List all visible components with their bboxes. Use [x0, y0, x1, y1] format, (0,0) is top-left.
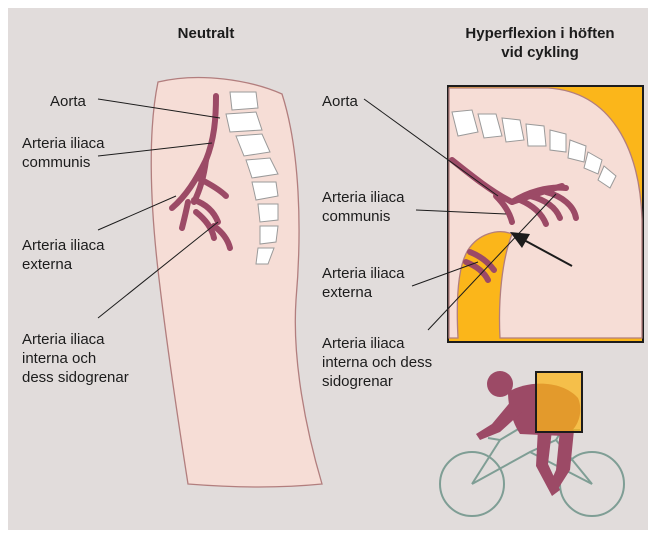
title-neutral: Neutralt	[160, 24, 252, 43]
label-communis-neutral: Arteria iliaca communis	[22, 134, 105, 172]
title-hyperflexion: Hyperflexion i höften vid cykling	[440, 24, 640, 62]
label-externa-neutral: Arteria iliaca externa	[22, 236, 105, 274]
label-aorta-neutral: Aorta	[50, 92, 86, 111]
neutral-anatomy	[98, 78, 322, 487]
neutral-body-outline	[151, 78, 322, 487]
flexion-inset	[364, 86, 643, 342]
cyclist-icon	[440, 371, 624, 516]
label-externa-flexion: Arteria iliaca externa	[322, 264, 405, 302]
label-interna-neutral: Arteria iliaca interna och dess sidogren…	[22, 330, 129, 387]
label-aorta-flexion: Aorta	[322, 92, 358, 111]
label-interna-flexion: Arteria iliaca interna och dess sidogren…	[322, 334, 432, 391]
label-communis-flexion: Arteria iliaca communis	[322, 188, 405, 226]
cyclist-hip-highlight	[536, 372, 582, 432]
